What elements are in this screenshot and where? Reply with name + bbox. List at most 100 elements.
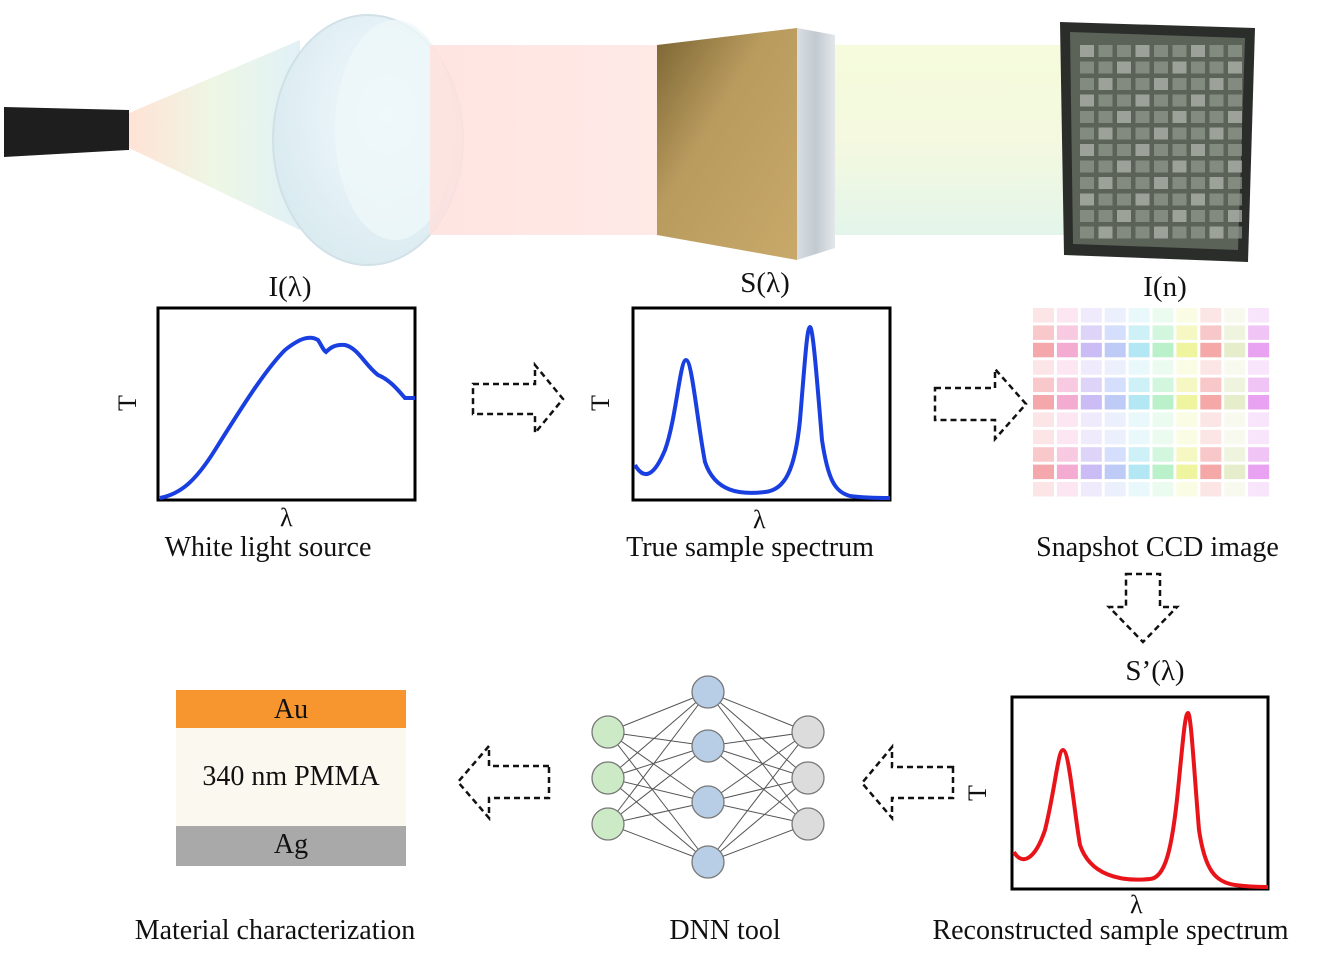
ccd-pixel xyxy=(1152,447,1174,462)
ccd-pixel xyxy=(1033,447,1054,462)
ccd-pixel xyxy=(1033,377,1054,393)
ccd-pixel xyxy=(1056,482,1078,497)
ccd-pixel xyxy=(1200,412,1222,427)
ccd-pixel xyxy=(1104,412,1126,427)
ccd-pixel xyxy=(1056,464,1078,480)
network-edge xyxy=(607,777,709,803)
ccd-pixel xyxy=(1152,360,1174,375)
network-edge xyxy=(707,801,809,825)
ccd-pixel xyxy=(1224,412,1246,427)
reconstruction-function-label: S’(λ) xyxy=(1125,655,1185,687)
network-edge xyxy=(607,731,709,863)
arrow-dnn-to-material xyxy=(456,742,551,822)
ccd-pixel xyxy=(1104,464,1126,480)
ccd-pixel xyxy=(1056,308,1078,323)
ccd-pixel xyxy=(1248,342,1270,358)
ccd-pixel xyxy=(1152,342,1174,358)
network-edge xyxy=(607,801,709,825)
source-y-axis-label: T xyxy=(112,395,142,411)
ccd-pixel xyxy=(1152,377,1174,393)
output-node xyxy=(791,715,825,749)
source-caption: White light source xyxy=(164,532,372,563)
ccd-pixel xyxy=(1128,447,1150,462)
ccd-pixel xyxy=(1104,342,1126,358)
ccd-pixel xyxy=(1033,360,1054,375)
ccd-pixel xyxy=(1248,429,1270,445)
ccd-pixel xyxy=(1224,342,1246,358)
ccd-pixel xyxy=(1128,412,1150,427)
sample-film xyxy=(657,28,797,260)
ccd-pixel xyxy=(1104,377,1126,393)
ccd-pixel xyxy=(1200,377,1222,393)
network-edge xyxy=(607,745,709,825)
ccd-pixel xyxy=(1033,412,1054,427)
network-edge xyxy=(707,777,809,803)
ccd-pixel xyxy=(1104,395,1126,410)
output-node xyxy=(791,761,825,795)
network-edge xyxy=(607,691,709,779)
ccd-pixel xyxy=(1176,377,1198,393)
ccd-pixel xyxy=(1080,395,1102,410)
ccd-pixel xyxy=(1224,360,1246,375)
network-edge xyxy=(707,691,809,779)
ccd-pixel xyxy=(1056,395,1078,410)
network-edge xyxy=(707,691,809,733)
network-edge xyxy=(607,691,709,825)
ccd-pixel xyxy=(1056,360,1078,375)
ccd-pixel xyxy=(1176,447,1198,462)
pmma-layer: 340 nm PMMA xyxy=(176,728,406,826)
ccd-pixel xyxy=(1200,342,1222,358)
ccd-pixel xyxy=(1104,447,1126,462)
network-edge xyxy=(707,691,809,825)
source-plot-frame xyxy=(156,306,417,502)
sample-caption: True sample spectrum xyxy=(626,532,874,563)
ccd-pixel xyxy=(1224,395,1246,410)
ccd-pixel xyxy=(1056,429,1078,445)
source-x-axis-label: λ xyxy=(280,503,293,532)
ccd-pixel xyxy=(1033,395,1054,410)
ccd-pixel xyxy=(1080,482,1102,497)
ccd-pixel xyxy=(1104,429,1126,445)
ccd-pixel xyxy=(1080,342,1102,358)
ccd-pixel xyxy=(1248,377,1270,393)
network-edge xyxy=(707,745,809,825)
ccd-pixel xyxy=(1200,360,1222,375)
fiber-tip xyxy=(4,107,129,157)
input-node xyxy=(591,715,625,749)
ccd-pixel xyxy=(1080,308,1102,323)
network-edge xyxy=(607,823,709,863)
reconstruction-y-axis-label: T xyxy=(962,785,992,801)
ccd-pixel xyxy=(1176,325,1198,340)
ccd-pixel xyxy=(1152,464,1174,480)
sample-function-label: S(λ) xyxy=(740,267,790,299)
hidden-node xyxy=(691,785,725,819)
network-edge xyxy=(707,731,809,747)
input-node xyxy=(591,761,625,795)
ccd-pixel xyxy=(1176,464,1198,480)
ccd-pixel xyxy=(1176,395,1198,410)
ccd-pixel xyxy=(1056,412,1078,427)
ccd-pixel xyxy=(1080,429,1102,445)
network-edge xyxy=(607,731,709,747)
ccd-pixel xyxy=(1176,342,1198,358)
ccd-pixel xyxy=(1224,308,1246,323)
ccd-pixel xyxy=(1080,360,1102,375)
ccd-pixel xyxy=(1248,395,1270,410)
diverging-beam xyxy=(129,40,300,230)
ccd-pixel xyxy=(1248,482,1270,497)
ccd-caption: Snapshot CCD image xyxy=(1036,532,1279,563)
network-edge xyxy=(707,731,809,803)
ccd-pixel xyxy=(1152,482,1174,497)
arrow-recon-to-dnn xyxy=(860,743,955,822)
ccd-pixel xyxy=(1056,447,1078,462)
hidden-node xyxy=(691,845,725,879)
material-caption: Material characterization xyxy=(134,915,416,946)
ccd-pixel xyxy=(1200,464,1222,480)
ccd-pixel xyxy=(1080,464,1102,480)
ccd-pixel xyxy=(1033,464,1054,480)
network-edge xyxy=(607,691,709,733)
ccd-pixel xyxy=(1033,342,1054,358)
ccd-pixel xyxy=(1152,308,1174,323)
ccd-pixel xyxy=(1152,429,1174,445)
ccd-pixel xyxy=(1224,325,1246,340)
